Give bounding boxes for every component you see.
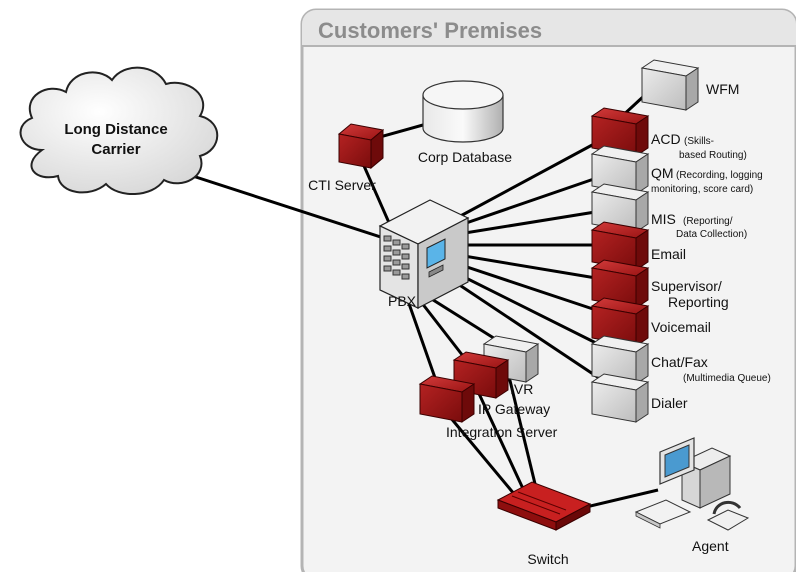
supervisor-server — [590, 259, 650, 309]
region-title: Customers' Premises — [318, 18, 542, 43]
svg-text:Chat/Fax: Chat/Fax — [651, 354, 708, 370]
long-distance-carrier-cloud: Long Distance Carrier — [19, 66, 219, 196]
supervisor-label: Supervisor/ Reporting — [651, 278, 729, 310]
cloud-label-line1: Long Distance — [64, 121, 167, 138]
connection-lines — [167, 93, 659, 514]
qm-label: QM (Recording, logging monitoring, score… — [651, 165, 763, 195]
email-server — [590, 221, 650, 271]
cloud-label-line2: Carrier — [91, 141, 140, 158]
svg-text:ACD: ACD — [651, 131, 681, 147]
switch-label: Switch — [527, 551, 568, 567]
svg-text:QM: QM — [651, 165, 674, 181]
svg-text:(Reporting/: (Reporting/ — [683, 216, 733, 227]
acd-label: ACD (Skills- based Routing) — [651, 131, 747, 161]
network-switch — [496, 481, 592, 531]
svg-text:Reporting: Reporting — [668, 294, 729, 310]
dialer-server — [590, 373, 650, 423]
svg-text:based Routing): based Routing) — [679, 150, 747, 161]
mis-server — [590, 183, 650, 233]
agent-label: Agent — [692, 538, 729, 554]
agent-workstation — [634, 437, 750, 531]
wfm-server — [640, 59, 700, 111]
svg-text:Data Collection): Data Collection) — [676, 229, 747, 240]
svg-text:(Skills-: (Skills- — [684, 136, 714, 147]
pbx-label: PBX — [388, 293, 417, 309]
corp-database-label: Corp Database — [418, 149, 512, 165]
dialer-label: Dialer — [651, 395, 688, 411]
svg-text:monitoring, score card): monitoring, score card) — [651, 184, 753, 195]
svg-text:(Recording, logging: (Recording, logging — [676, 170, 763, 181]
ip-gateway-label: IP Gateway — [478, 401, 550, 417]
svg-text:MIS: MIS — [651, 211, 676, 227]
svg-text:(Multimedia Queue): (Multimedia Queue) — [683, 373, 771, 384]
mis-label: MIS (Reporting/ Data Collection) — [651, 211, 747, 240]
qm-server — [590, 145, 650, 195]
customers-premises-region: Customers' Premises — [300, 8, 796, 572]
cti-server-label: CTI Server — [308, 177, 376, 193]
integration-server — [418, 375, 476, 423]
pbx — [378, 199, 470, 309]
corp-database: Corp Database — [418, 80, 512, 165]
cti-server — [337, 123, 385, 170]
email-label: Email — [651, 246, 686, 262]
voicemail-label: Voicemail — [651, 319, 711, 335]
voicemail-server — [590, 297, 650, 347]
svg-text:Supervisor/: Supervisor/ — [651, 278, 722, 294]
chat-fax-label: Chat/Fax (Multimedia Queue) — [651, 354, 771, 384]
integration-server-label: Integration Server — [446, 424, 558, 440]
ivr-label: IVR — [510, 381, 533, 397]
wfm-label: WFM — [706, 81, 739, 97]
